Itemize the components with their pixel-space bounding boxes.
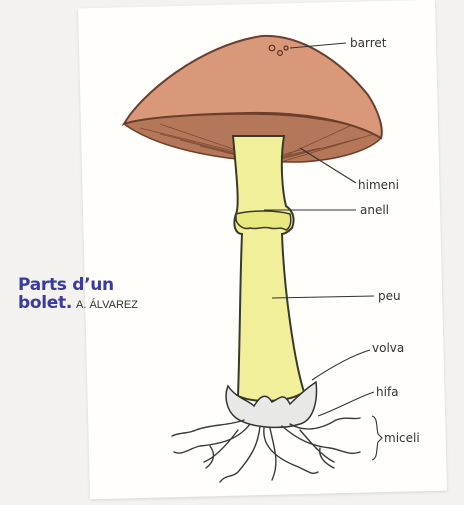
stem (233, 136, 304, 401)
label-anell: anell (360, 203, 389, 217)
label-volva: volva (372, 341, 404, 355)
label-himeni: himeni (358, 178, 399, 192)
caption-credit: A. ÁLVAREZ (76, 299, 138, 311)
caption-title-line2: bolet. (18, 293, 72, 313)
label-barret: barret (350, 36, 387, 50)
figure-caption: Parts d’un bolet. A. ÁLVAREZ (18, 276, 188, 314)
label-hifa: hifa (376, 385, 399, 399)
ring (236, 211, 291, 230)
label-peu: peu (378, 289, 401, 303)
label-miceli: miceli (384, 431, 420, 445)
caption-title-line1: Parts d’un (18, 276, 188, 294)
